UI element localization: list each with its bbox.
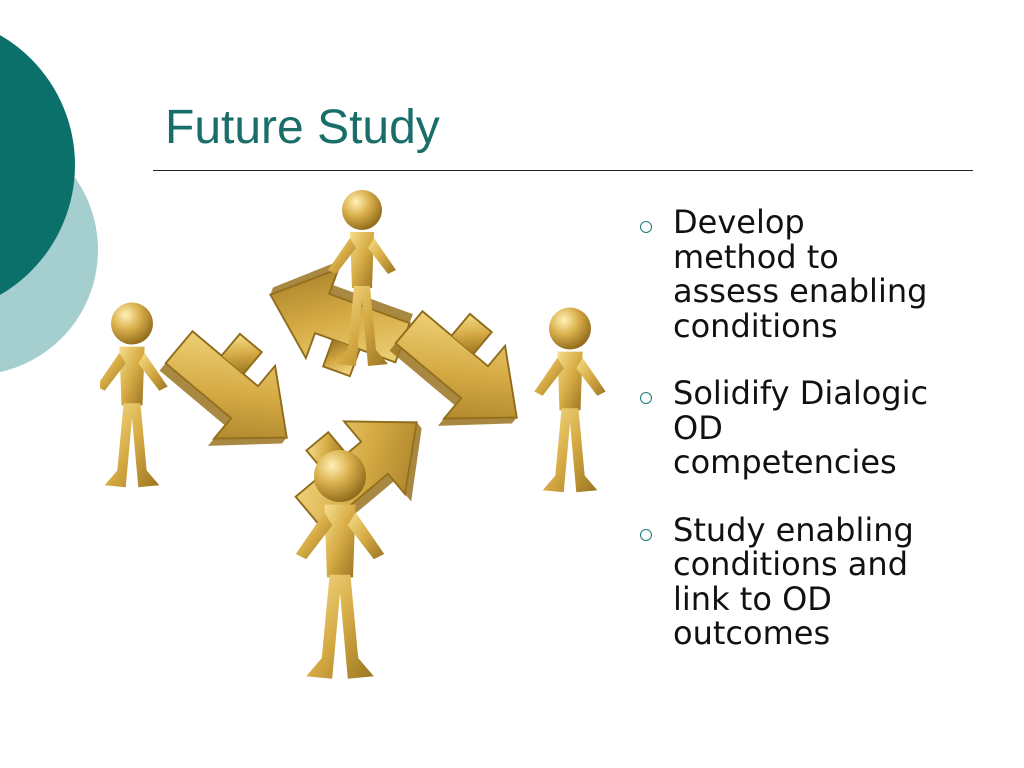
bullet-item: Study enabling conditions and link to OD…	[640, 510, 1010, 652]
bullet-line: OD	[673, 408, 723, 447]
bullet-line: Develop	[673, 203, 805, 241]
bullet-line: conditions and	[673, 545, 908, 583]
bullet-line: competencies	[673, 443, 897, 481]
figure-left	[100, 302, 168, 488]
bullet-line: Study enabling	[673, 510, 914, 549]
slide-title: Future Study	[165, 101, 440, 154]
bullet-item: Solidify Dialogic OD competencies	[640, 376, 1010, 480]
dark-teal-circle	[0, 35, 75, 295]
bullet-item: Develop method to assess enabling condit…	[640, 205, 1010, 343]
figure-right	[534, 307, 606, 493]
decorative-circles	[0, 35, 98, 373]
bullet-line: conditions	[673, 306, 838, 345]
title-divider	[153, 170, 973, 171]
hollow-circle-bullet-icon	[640, 221, 652, 233]
hollow-circle-bullet-icon	[640, 528, 652, 541]
bullet-line: link to OD	[673, 579, 832, 618]
bullet-line: assess enabling	[673, 272, 928, 310]
bullet-line: method to	[673, 237, 839, 276]
hollow-circle-bullet-icon	[640, 392, 652, 404]
bullet-line: outcomes	[673, 614, 831, 652]
bullet-list: Develop method to assess enabling condit…	[640, 205, 1010, 684]
bullet-line: Solidify Dialogic	[673, 374, 929, 412]
gold-figures-assembling-arrow-puzzle-icon	[100, 190, 606, 679]
